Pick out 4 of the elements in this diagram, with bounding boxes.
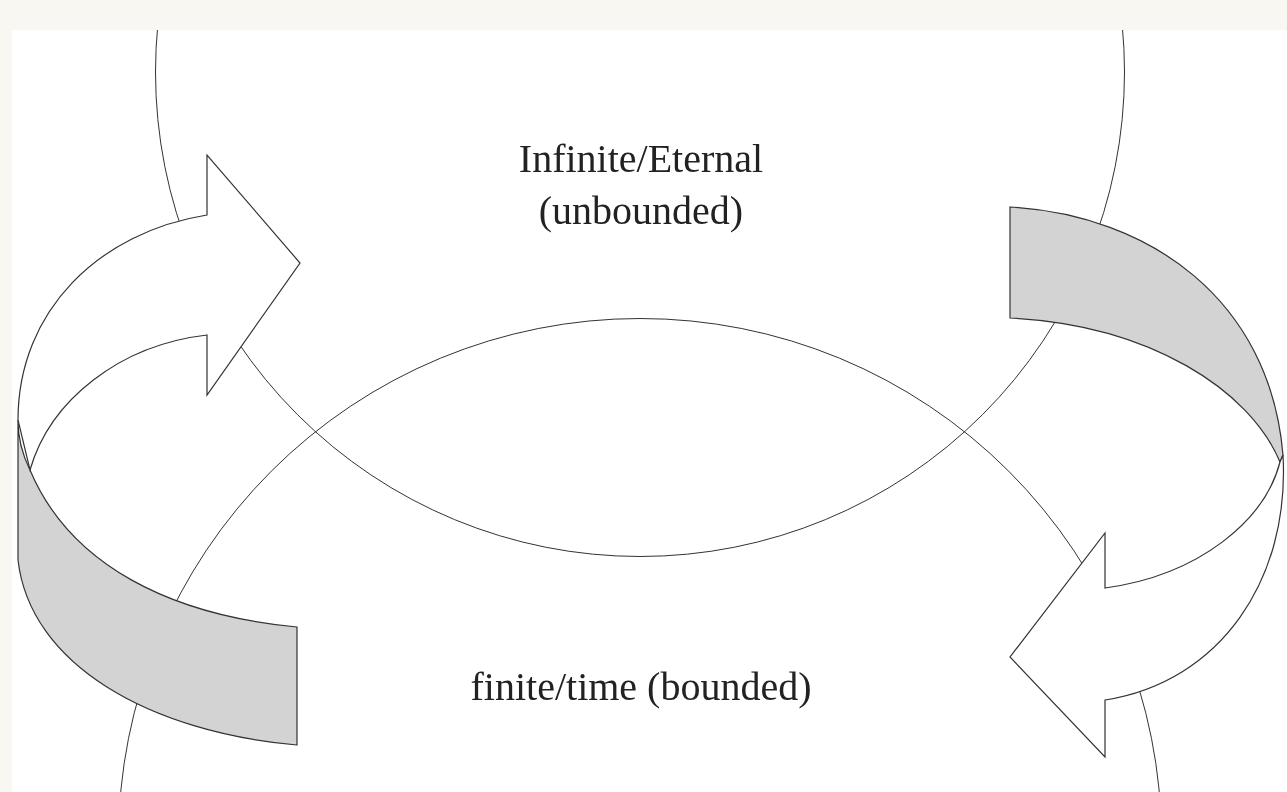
curved-arrow	[17, 154, 301, 746]
region-label: Infinite/Eternal (unbounded)	[517, 135, 765, 235]
region-label: finite/time (bounded)	[469, 663, 813, 711]
curved-arrow	[1009, 206, 1284, 758]
